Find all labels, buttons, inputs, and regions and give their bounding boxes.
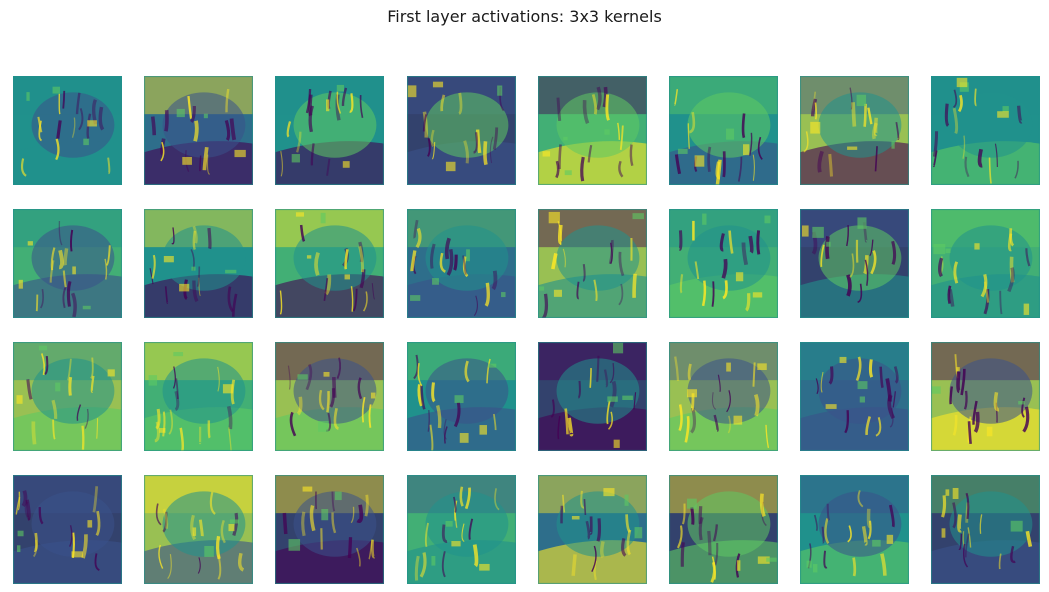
activation-map-image xyxy=(538,475,647,584)
activation-map-image xyxy=(800,475,909,584)
activation-map-7 xyxy=(800,76,909,185)
activation-map-image xyxy=(931,342,1040,451)
activation-map-image xyxy=(407,475,516,584)
activation-map-16 xyxy=(931,209,1040,318)
activation-map-27 xyxy=(275,475,384,584)
activation-map-5 xyxy=(538,76,647,185)
activation-map-22 xyxy=(669,342,778,451)
activation-map-17 xyxy=(13,342,122,451)
activation-map-31 xyxy=(800,475,909,584)
activation-map-29 xyxy=(538,475,647,584)
activation-map-26 xyxy=(144,475,253,584)
activation-map-15 xyxy=(800,209,909,318)
activation-map-image xyxy=(538,342,647,451)
activation-map-9 xyxy=(13,209,122,318)
activation-map-image xyxy=(275,209,384,318)
activation-map-8 xyxy=(931,76,1040,185)
activation-map-30 xyxy=(669,475,778,584)
activation-map-image xyxy=(931,475,1040,584)
activation-map-32 xyxy=(931,475,1040,584)
activation-map-1 xyxy=(13,76,122,185)
activation-map-6 xyxy=(669,76,778,185)
activation-map-image xyxy=(407,342,516,451)
activation-map-image xyxy=(800,76,909,185)
activation-map-image xyxy=(407,76,516,185)
activation-map-image xyxy=(538,76,647,185)
activation-grid xyxy=(13,76,1043,584)
activation-map-image xyxy=(144,342,253,451)
activation-map-21 xyxy=(538,342,647,451)
activation-map-image xyxy=(800,209,909,318)
activation-map-3 xyxy=(275,76,384,185)
activation-map-image xyxy=(13,475,122,584)
activation-map-2 xyxy=(144,76,253,185)
activation-map-23 xyxy=(800,342,909,451)
activation-map-12 xyxy=(407,209,516,318)
activation-map-image xyxy=(669,475,778,584)
activation-map-image xyxy=(407,209,516,318)
activation-map-image xyxy=(800,342,909,451)
activation-map-image xyxy=(144,209,253,318)
activation-map-image xyxy=(13,209,122,318)
activation-map-image xyxy=(13,342,122,451)
activation-map-24 xyxy=(931,342,1040,451)
activation-map-14 xyxy=(669,209,778,318)
activation-map-25 xyxy=(13,475,122,584)
activation-map-10 xyxy=(144,209,253,318)
activation-map-image xyxy=(275,76,384,185)
activation-map-image xyxy=(931,209,1040,318)
activation-map-image xyxy=(144,475,253,584)
activation-map-image xyxy=(931,76,1040,185)
figure-title: First layer activations: 3x3 kernels xyxy=(387,7,662,26)
activation-map-11 xyxy=(275,209,384,318)
activation-map-image xyxy=(669,76,778,185)
activation-map-image xyxy=(13,76,122,185)
activation-map-13 xyxy=(538,209,647,318)
activation-map-image xyxy=(669,342,778,451)
activation-map-4 xyxy=(407,76,516,185)
activation-map-image xyxy=(275,475,384,584)
activation-map-28 xyxy=(407,475,516,584)
activation-map-image xyxy=(669,209,778,318)
activation-map-image xyxy=(538,209,647,318)
activation-map-image xyxy=(144,76,253,185)
activation-map-20 xyxy=(407,342,516,451)
activation-map-19 xyxy=(275,342,384,451)
activation-map-image xyxy=(275,342,384,451)
activation-map-18 xyxy=(144,342,253,451)
